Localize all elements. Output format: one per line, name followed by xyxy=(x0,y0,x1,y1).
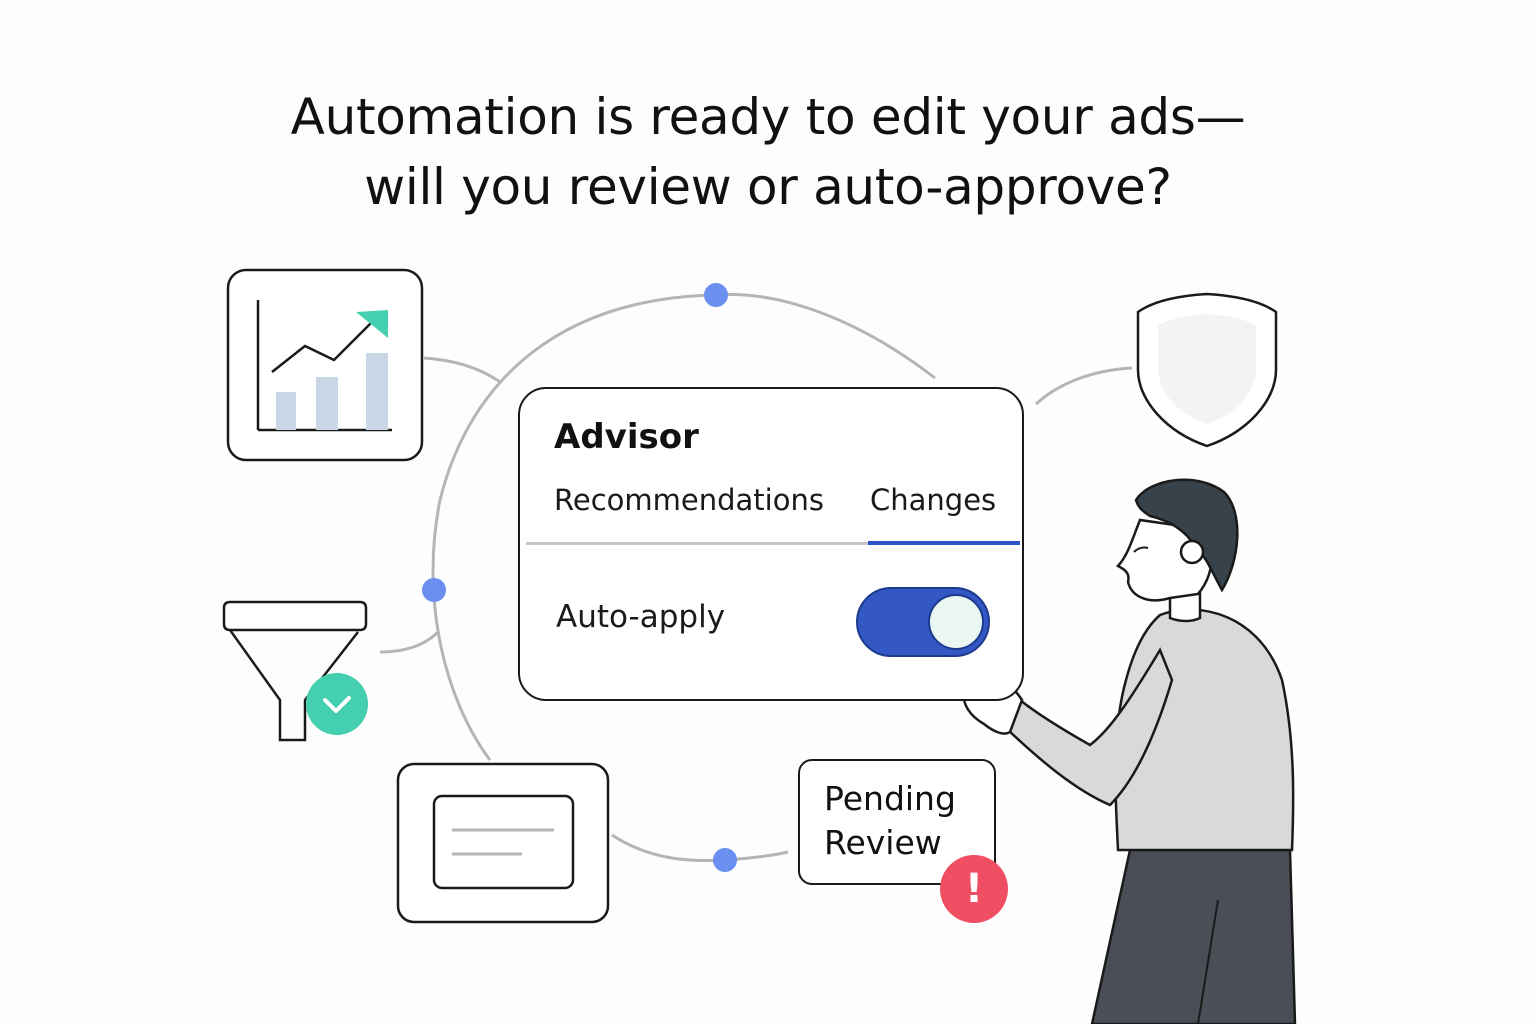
tab-active-indicator xyxy=(868,541,1020,545)
advisor-card: Advisor Recommendations Changes Auto-app… xyxy=(518,387,1024,701)
advisor-title: Advisor xyxy=(554,417,699,457)
exclamation-icon: ! xyxy=(940,855,1008,923)
connector-shield xyxy=(1034,366,1133,406)
node-dot xyxy=(704,283,728,307)
tab-changes[interactable]: Changes xyxy=(870,483,997,517)
node-dot xyxy=(713,848,737,872)
review-label: Review xyxy=(824,823,942,862)
auto-apply-label: Auto-apply xyxy=(556,599,726,635)
connector-funnel xyxy=(379,630,440,654)
person-illustration xyxy=(962,478,1297,1024)
cycle-arc xyxy=(431,292,936,761)
ad-preview-icon xyxy=(396,762,610,924)
connector-chart xyxy=(423,356,501,384)
tab-divider xyxy=(526,542,868,545)
headline-line-1: Automation is ready to edit your ads— xyxy=(290,88,1246,146)
tab-recommendations[interactable]: Recommendations xyxy=(554,483,824,517)
check-badge-icon xyxy=(306,673,368,735)
growth-chart-icon xyxy=(226,268,424,462)
node-dot xyxy=(422,578,446,602)
toggle-knob xyxy=(928,594,984,650)
headline-line-2: will you review or auto-approve? xyxy=(364,158,1172,216)
cycle-arc-bottom xyxy=(611,833,789,863)
pending-label: Pending xyxy=(824,779,956,818)
shield-icon xyxy=(1136,292,1278,448)
auto-apply-toggle[interactable] xyxy=(856,587,990,657)
